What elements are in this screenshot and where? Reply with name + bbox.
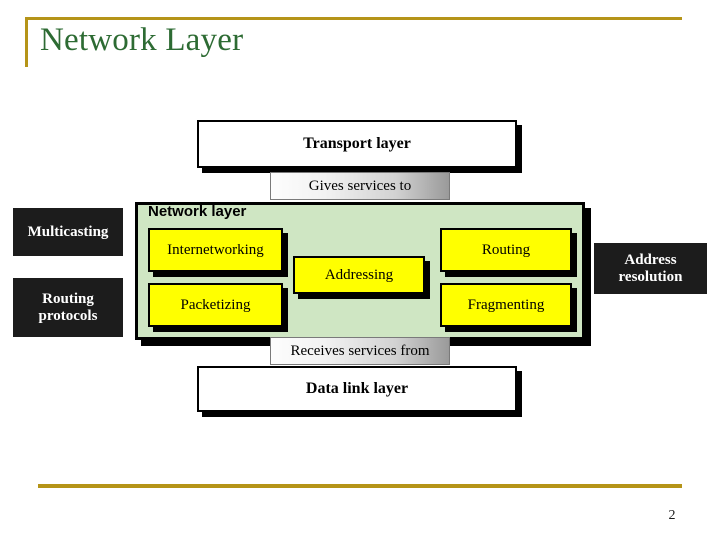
network-layer-diagram: Transport layer Gives services to Networ…	[13, 120, 707, 412]
function-label-routing: Routing	[481, 241, 531, 258]
function-label-fragmenting: Fragmenting	[467, 296, 545, 313]
receives-services-from-connector: Receives services from	[270, 337, 450, 365]
annotation-box-address-resolution: Address resolution	[594, 243, 707, 294]
page-number: 2	[668, 508, 676, 523]
annotation-box-multicasting: Multicasting	[13, 208, 123, 256]
annotation-box-routing-protocols: Routing protocols	[13, 278, 123, 337]
function-label-packetizing: Packetizing	[180, 296, 251, 313]
annotation-label-multicasting-line1: Multicasting	[27, 223, 109, 240]
transport-layer-label: Transport layer	[303, 135, 411, 153]
page-title: Network Layer	[40, 22, 244, 58]
data-link-layer-box: Data link layer	[197, 366, 517, 412]
annotation-label-address-resolution-line1: Address	[624, 252, 677, 269]
transport-layer-box: Transport layer	[197, 120, 517, 168]
annotation-label-routing-protocols-line2: protocols	[38, 307, 98, 324]
function-box-internetworking: Internetworking	[148, 228, 283, 272]
gives-services-to-connector: Gives services to	[270, 172, 450, 200]
function-box-packetizing: Packetizing	[148, 283, 283, 327]
function-box-addressing: Addressing	[293, 256, 425, 294]
title-rule-left	[25, 17, 28, 67]
function-box-routing: Routing	[440, 228, 572, 272]
data-link-layer-label: Data link layer	[305, 380, 409, 398]
function-label-internetworking: Internetworking	[167, 241, 264, 258]
function-box-fragmenting: Fragmenting	[440, 283, 572, 327]
function-label-addressing: Addressing	[324, 266, 394, 283]
footer-rule	[38, 484, 682, 488]
receives-services-from-label: Receives services from	[290, 342, 430, 359]
annotation-label-routing-protocols-line1: Routing	[42, 291, 94, 308]
gives-services-to-label: Gives services to	[308, 177, 412, 194]
network-layer-panel-label: Network layer	[148, 203, 247, 220]
annotation-label-address-resolution-line2: resolution	[618, 268, 683, 285]
title-rule-top	[25, 17, 682, 20]
